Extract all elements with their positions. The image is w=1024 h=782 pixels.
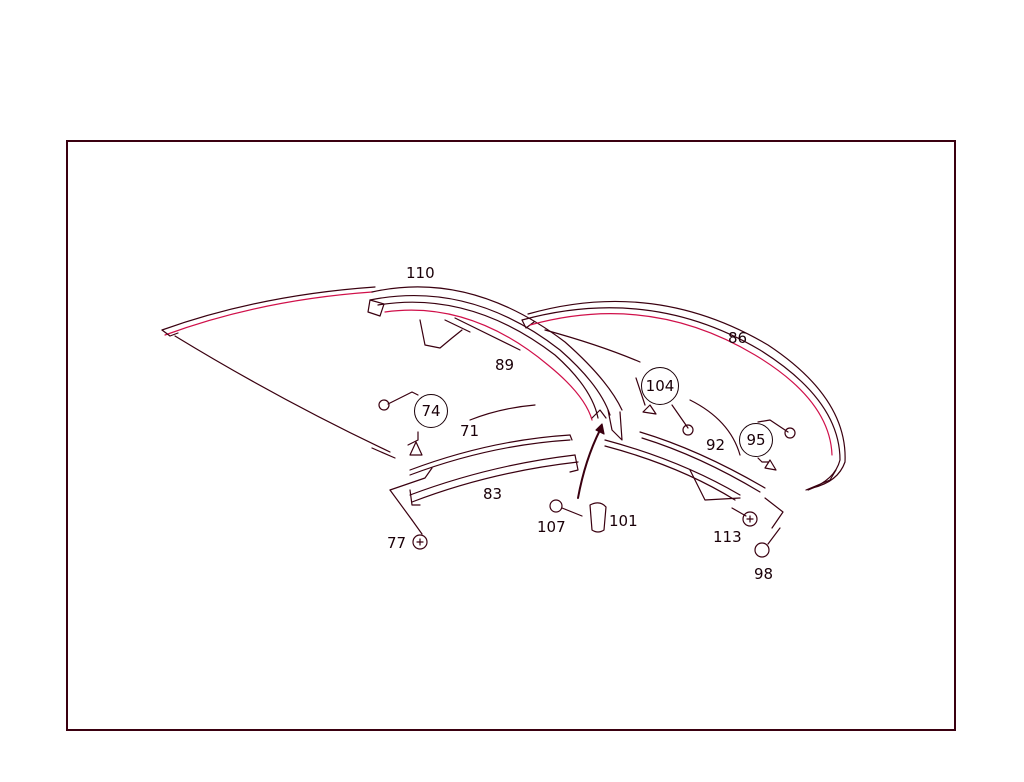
fasteners xyxy=(378,399,796,558)
part-71-83-rails xyxy=(409,404,579,506)
part-label-107: 107 xyxy=(537,518,566,536)
part-label-101: 101 xyxy=(609,512,638,530)
circled-label-74: 74 xyxy=(414,394,448,428)
part-label-71: 71 xyxy=(460,422,480,440)
diagram-frame xyxy=(66,140,956,731)
part-label-110: 110 xyxy=(406,264,435,282)
part-92-rails xyxy=(604,399,766,501)
part-110-89-seal xyxy=(367,286,623,421)
part-label-92: 92 xyxy=(706,436,726,454)
circled-label-95: 95 xyxy=(739,423,773,457)
leader-lines xyxy=(387,377,789,529)
part-label-89: 89 xyxy=(495,356,515,374)
part-label-83: 83 xyxy=(483,485,503,503)
roof-panel xyxy=(161,286,396,459)
part-label-98: 98 xyxy=(754,565,774,583)
part-label-77: 77 xyxy=(387,534,407,552)
part-label-86: 86 xyxy=(728,329,748,347)
part-label-113: 113 xyxy=(713,528,742,546)
part-86-rear-rail xyxy=(521,300,846,491)
circled-label-104: 104 xyxy=(641,367,679,405)
